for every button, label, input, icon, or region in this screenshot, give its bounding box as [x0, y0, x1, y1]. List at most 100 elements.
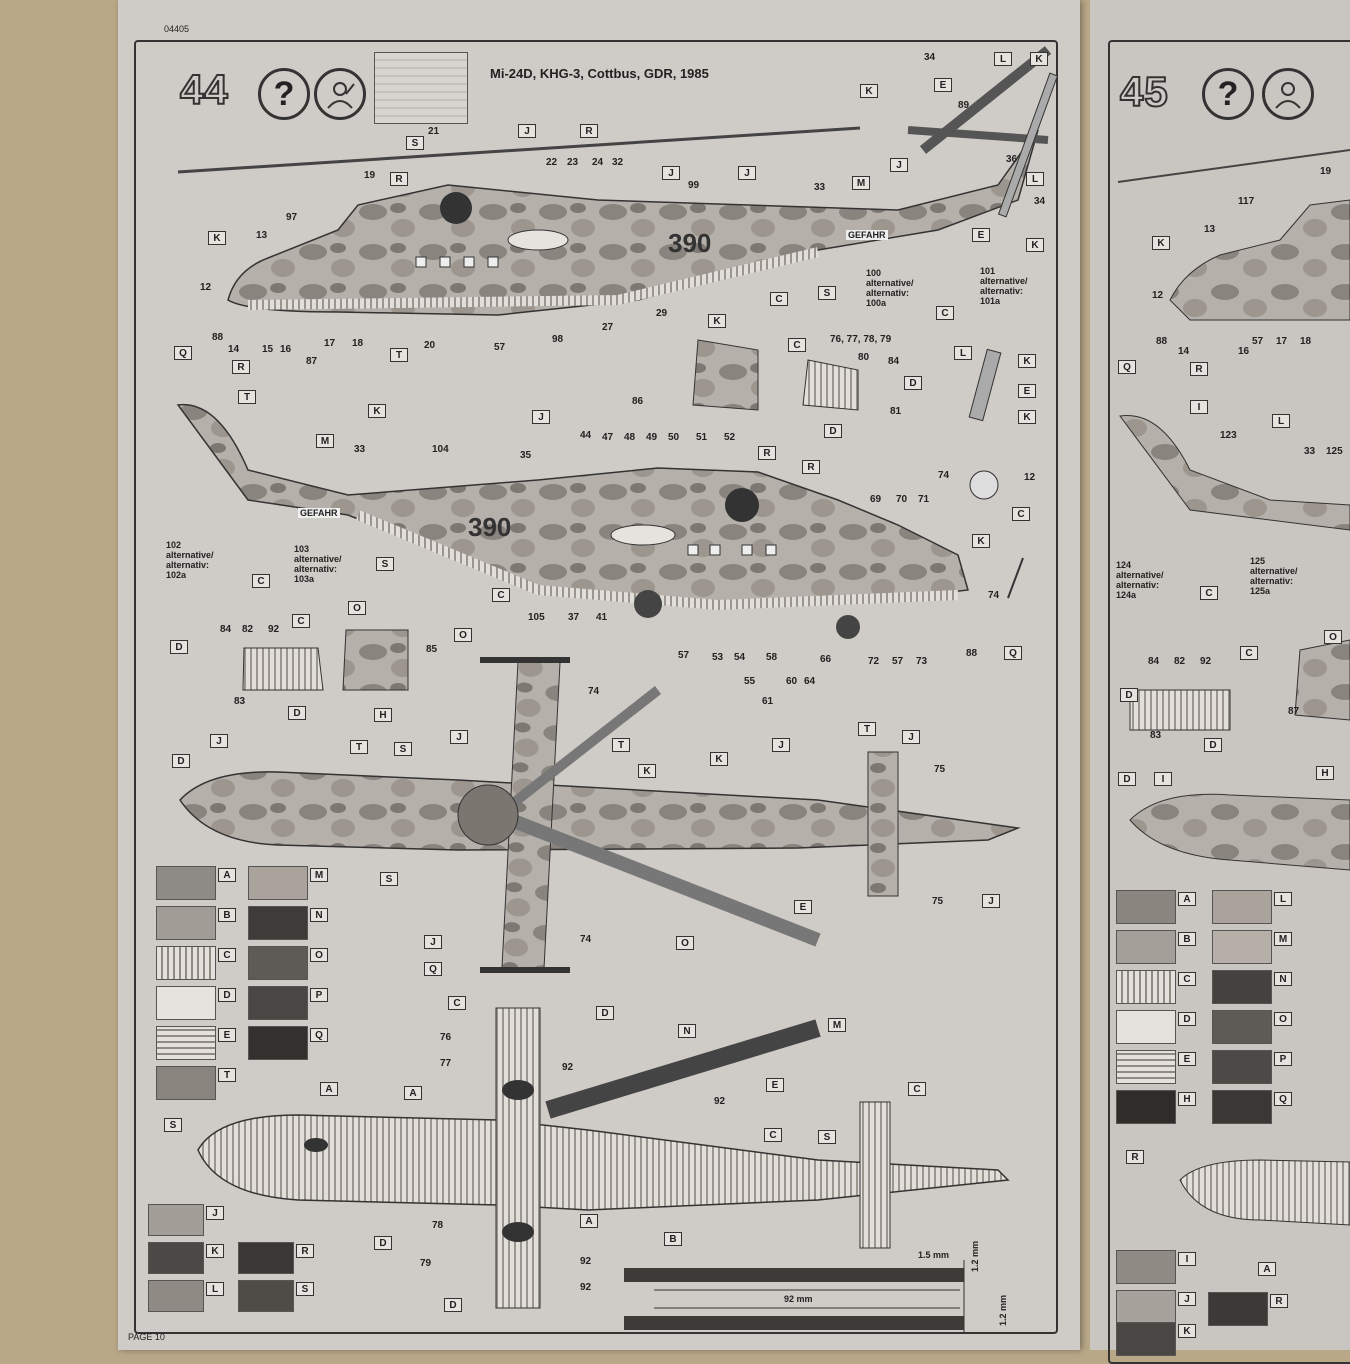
swatch-label: D [218, 988, 236, 1002]
swatch-label: A [218, 868, 236, 882]
colour-swatch-q [248, 1026, 308, 1060]
callout-number: 117 [1238, 196, 1255, 207]
callout-flag: Q [424, 962, 442, 976]
swatch-label: P [1274, 1052, 1292, 1066]
side-number-upper: 390 [668, 228, 712, 258]
side-view-right [176, 403, 1024, 639]
callout-number: 76, 77, 78, 79 [830, 334, 892, 345]
callout-flag: M [852, 176, 870, 190]
callout-number: 88 [212, 332, 224, 343]
callout-number: 33 [1304, 446, 1316, 457]
callout-number: 69 [870, 494, 882, 505]
callout-number: 17 [1276, 336, 1288, 347]
callout-number: 14 [1178, 346, 1190, 357]
swatch-label: M [1274, 932, 1292, 946]
colour-swatch-p [1212, 1050, 1272, 1084]
callout-flag: K [368, 404, 386, 418]
callout-number: 72 [868, 656, 880, 667]
callout-number: 88 [966, 648, 978, 659]
callout-number: 87 [306, 356, 318, 367]
callout-flag: O [1324, 630, 1342, 644]
colour-swatch-a [1116, 890, 1176, 924]
callout-number: 12 [200, 282, 212, 293]
callout-number: 75 [934, 764, 946, 775]
callout-number: 70 [896, 494, 908, 505]
swatch-label: K [1178, 1324, 1196, 1338]
note-103: 103 alternative/ alternativ: 103a [294, 544, 342, 584]
colour-swatch-c [1116, 970, 1176, 1004]
callout-number: 36 [1006, 154, 1018, 165]
callout-flag: A [404, 1086, 422, 1100]
callout-number: 19 [364, 170, 376, 181]
colour-swatch-n [1212, 970, 1272, 1004]
callout-flag: J [662, 166, 680, 180]
callout-flag: T [350, 740, 368, 754]
callout-flag: K [710, 752, 728, 766]
callout-number: 12 [1152, 290, 1164, 301]
callout-flag: D [172, 754, 190, 768]
callout-flag: H [374, 708, 392, 722]
callout-flag: E [794, 900, 812, 914]
callout-flag: Q [1004, 646, 1022, 660]
colour-swatch-n [248, 906, 308, 940]
callout-flag: D [596, 1006, 614, 1020]
callout-number: 55 [744, 676, 756, 687]
callout-number: 60 [786, 676, 798, 687]
callout-number: 89 [958, 100, 970, 111]
colour-swatch-h [1116, 1090, 1176, 1124]
callout-flag: D [1204, 738, 1222, 752]
swatch-label: J [206, 1206, 224, 1220]
callout-number: 34 [924, 52, 936, 63]
callout-number: 58 [766, 652, 778, 663]
colour-swatch-s [238, 1280, 294, 1312]
colour-swatch-a [156, 866, 216, 900]
colour-swatch-e [1116, 1050, 1176, 1084]
callout-flag: C [292, 614, 310, 628]
callout-flag: C [1012, 507, 1030, 521]
step-number: 44 [179, 65, 229, 114]
colour-swatch-l [148, 1280, 204, 1312]
callout-flag: R [802, 460, 820, 474]
callout-number: 57 [892, 656, 904, 667]
swatch-label: L [1274, 892, 1292, 906]
callout-flag: J [902, 730, 920, 744]
callout-number: 44 [580, 430, 592, 441]
swatch-label: N [310, 908, 328, 922]
swatch-label: L [206, 1282, 224, 1296]
callout-flag: K [860, 84, 878, 98]
callout-number: 47 [602, 432, 614, 443]
callout-number: 17 [324, 338, 336, 349]
callout-flag: R [390, 172, 408, 186]
callout-flag: Q [1118, 360, 1136, 374]
callout-number: 13 [1204, 224, 1216, 235]
callout-number: 75 [932, 896, 944, 907]
callout-number: 37 [568, 612, 580, 623]
callout-number: 51 [696, 432, 708, 443]
callout-flag: T [858, 722, 876, 736]
callout-flag: K [638, 764, 656, 778]
callout-flag: C [448, 996, 466, 1010]
callout-flag: E [934, 78, 952, 92]
callout-flag: D [1118, 772, 1136, 786]
colour-swatch-t [156, 1066, 216, 1100]
callout-flag: H [1316, 766, 1334, 780]
callout-number: 92 [580, 1256, 592, 1267]
callout-number: 81 [890, 406, 902, 417]
page-code: 04405 [164, 24, 190, 34]
page-footer: PAGE 10 [128, 1332, 165, 1342]
colour-swatch-o [1212, 1010, 1272, 1044]
callout-number: 92 [714, 1096, 726, 1107]
callout-number: 92 [580, 1282, 592, 1293]
callout-number: 92 [268, 624, 280, 635]
callout-number: 84 [220, 624, 232, 635]
swatch-label: E [218, 1028, 236, 1042]
swatch-label: Q [1274, 1092, 1292, 1106]
callout-number: 74 [988, 590, 1000, 601]
callout-flag: T [390, 348, 408, 362]
swatch-label: M [310, 868, 328, 882]
callout-number: 80 [858, 352, 870, 363]
callout-number: 105 [528, 612, 545, 623]
callout-number: 76 [440, 1032, 452, 1043]
top-view [179, 657, 1021, 973]
swatch-label: P [310, 988, 328, 1002]
